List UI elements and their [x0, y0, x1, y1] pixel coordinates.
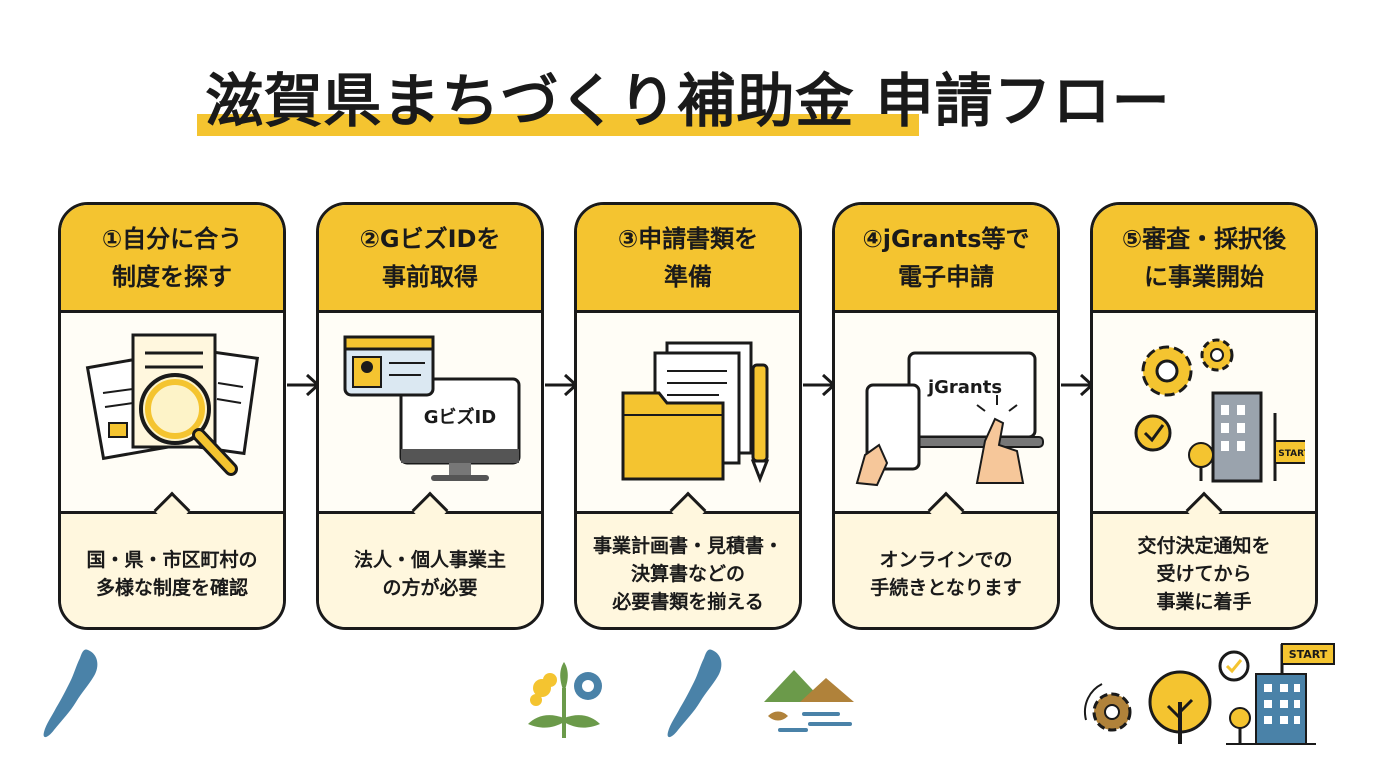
lake-biwa-map-icon [43, 649, 98, 738]
step-4-description: オンラインでの 手続きとなります [870, 548, 1022, 599]
step-4-header: ④jGrants等で 電子申請 [835, 205, 1057, 313]
footer-start-flag-label: START [1289, 648, 1328, 661]
start-flag-label: START [1278, 449, 1305, 459]
step-3-description-box: 事業計画書・見積書・ 決算書などの 必要書類を揃える [577, 514, 799, 627]
document-search-icon [85, 333, 260, 476]
title-area: 滋賀県まちづくり補助金 申請フロー [0, 62, 1376, 140]
step-2-heading: ②GビズIDを 事前取得 [359, 224, 501, 291]
title-highlight [197, 114, 920, 136]
jgrants-screen-label: jGrants [927, 377, 1002, 398]
step-2-description-box: 法人・個人事業主 の方が必要 [319, 514, 541, 627]
step-3-description: 事業計画書・見積書・ 決算書などの 必要書類を揃える [592, 534, 783, 613]
step-3-header: ③申請書類を 準備 [577, 205, 799, 313]
step-4-heading: ④jGrants等で 電子申請 [862, 224, 1030, 291]
step-card-2: ②GビズIDを 事前取得 GビズID 法人・個人事業主 の方が必要 [316, 202, 544, 630]
step-card-3: ③申請書類を 準備 事業計画書・見積書・ 決算書などの 必要書類を揃える [574, 202, 802, 630]
gbiz-screen-label: GビズID [424, 406, 496, 428]
step-2-description: 法人・個人事業主 の方が必要 [353, 548, 506, 599]
step-1-header: ①自分に合う 制度を探す [61, 205, 283, 313]
step-card-1: ①自分に合う 制度を探す 国・県・市区町村の 多様な制度を確認 [58, 202, 286, 630]
page-title-text: 滋賀県まちづくり補助金 申請フロー [205, 67, 1171, 135]
step-2-header: ②GビズIDを 事前取得 [319, 205, 541, 313]
step-card-5: ⑤審査・採択後 に事業開始 START 交付決定通知を 受けてから 事業に着手 [1090, 202, 1318, 630]
flower-plant-icon [528, 662, 602, 738]
lake-biwa-map-icon [667, 649, 722, 738]
step-1-heading: ①自分に合う 制度を探す [101, 224, 243, 291]
step-card-4: ④jGrants等で 電子申請 jGrants オンラインでの 手続きとなります [832, 202, 1060, 630]
step-1-description-box: 国・県・市区町村の 多様な制度を確認 [61, 514, 283, 627]
step-5-description: 交付決定通知を 受けてから 事業に着手 [1137, 534, 1271, 613]
folder-documents-pen-icon [621, 341, 770, 484]
page-title: 滋賀県まちづくり補助金 申請フロー [197, 62, 1171, 140]
step-1-description: 国・県・市区町村の 多様な制度を確認 [86, 548, 258, 599]
step-5-description-box: 交付決定通知を 受けてから 事業に着手 [1093, 514, 1315, 627]
mountains-lake-icon [764, 670, 854, 732]
step-5-heading: ⑤審査・採択後 に事業開始 [1121, 224, 1287, 291]
step-4-description-box: オンラインでの 手続きとなります [835, 514, 1057, 627]
gears-building-start-icon: START [1134, 338, 1305, 483]
step-3-heading: ③申請書類を 準備 [617, 224, 759, 291]
gears-tree-building-start-icon: START [1084, 643, 1335, 745]
step-5-header: ⑤審査・採択後 に事業開始 [1093, 205, 1315, 313]
id-card-computer-icon: GビズID [343, 335, 521, 481]
tablet-laptop-touch-icon: jGrants [855, 351, 1044, 487]
